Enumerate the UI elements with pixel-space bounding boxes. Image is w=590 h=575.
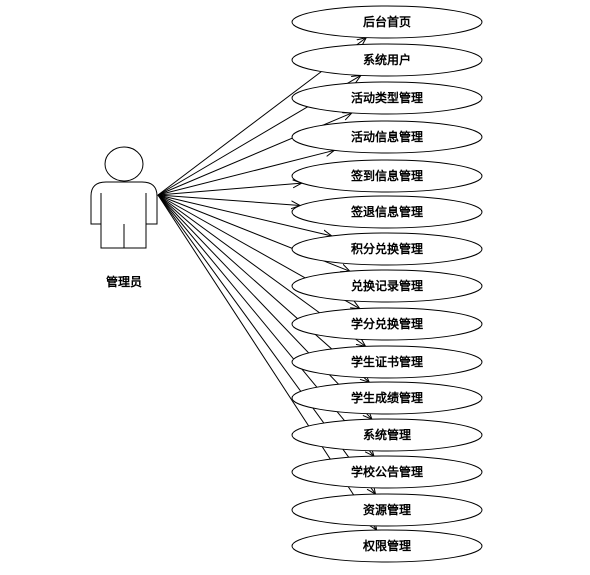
use-case-label: 学生证书管理 — [351, 354, 423, 369]
use-case: 积分兑换管理 — [291, 232, 483, 266]
use-cases: 后台首页系统用户活动类型管理活动信息管理签到信息管理签退信息管理积分兑换管理兑换… — [291, 5, 483, 563]
use-case: 学分兑换管理 — [291, 307, 483, 341]
use-case: 兑换记录管理 — [291, 269, 483, 303]
use-case-label: 学生成绩管理 — [351, 390, 423, 405]
use-case-ellipse — [291, 455, 483, 489]
use-case-label: 活动信息管理 — [351, 129, 423, 144]
actor-figure — [90, 146, 158, 249]
use-case-ellipse — [291, 381, 483, 415]
use-case: 学生证书管理 — [291, 345, 483, 379]
use-case: 后台首页 — [291, 5, 483, 39]
use-case-ellipse — [291, 159, 483, 193]
association-arrow — [157, 194, 372, 419]
use-case-ellipse — [291, 232, 483, 266]
use-case: 学生成绩管理 — [291, 381, 483, 415]
use-case-label: 权限管理 — [362, 538, 411, 553]
use-case-label: 系统管理 — [363, 427, 411, 442]
use-case: 系统管理 — [291, 418, 483, 452]
use-case-label: 签退信息管理 — [350, 204, 423, 219]
actor-body — [90, 181, 158, 249]
use-case-label: 学校公告管理 — [351, 464, 423, 479]
association-arrow — [157, 150, 334, 196]
actor-label: 管理员 — [106, 274, 142, 289]
use-case-label: 系统用户 — [363, 52, 411, 67]
use-case-label: 资源管理 — [363, 502, 411, 517]
use-case-label: 后台首页 — [363, 14, 411, 29]
use-case-label: 活动类型管理 — [351, 90, 423, 105]
use-case-label: 学分兑换管理 — [351, 316, 423, 331]
association-arrow — [157, 194, 374, 456]
association-arrow — [157, 194, 300, 206]
use-case-label: 签到信息管理 — [350, 168, 423, 183]
use-case: 资源管理 — [291, 493, 483, 527]
use-case-label: 兑换记录管理 — [351, 278, 423, 293]
use-case: 权限管理 — [291, 529, 483, 563]
use-case: 活动信息管理 — [291, 120, 483, 154]
use-case-ellipse — [291, 81, 483, 115]
use-case: 签到信息管理 — [291, 159, 483, 193]
association-arrow — [157, 183, 302, 196]
use-case-ellipse — [291, 120, 483, 154]
use-case-ellipse — [291, 418, 483, 452]
use-case-ellipse — [291, 269, 483, 303]
actor-head — [104, 146, 144, 182]
use-case-ellipse — [291, 345, 483, 379]
use-case-ellipse — [291, 5, 483, 39]
use-case-ellipse — [291, 493, 483, 527]
use-case: 活动类型管理 — [291, 81, 483, 115]
use-case: 系统用户 — [291, 43, 483, 77]
use-case-ellipse — [291, 195, 483, 229]
use-case-label: 积分兑换管理 — [351, 241, 423, 256]
use-case: 签退信息管理 — [291, 195, 483, 229]
use-case: 学校公告管理 — [291, 455, 483, 489]
association-arrow — [157, 194, 332, 236]
use-case-ellipse — [291, 307, 483, 341]
use-case-ellipse — [291, 43, 483, 77]
use-case-ellipse — [291, 529, 483, 563]
